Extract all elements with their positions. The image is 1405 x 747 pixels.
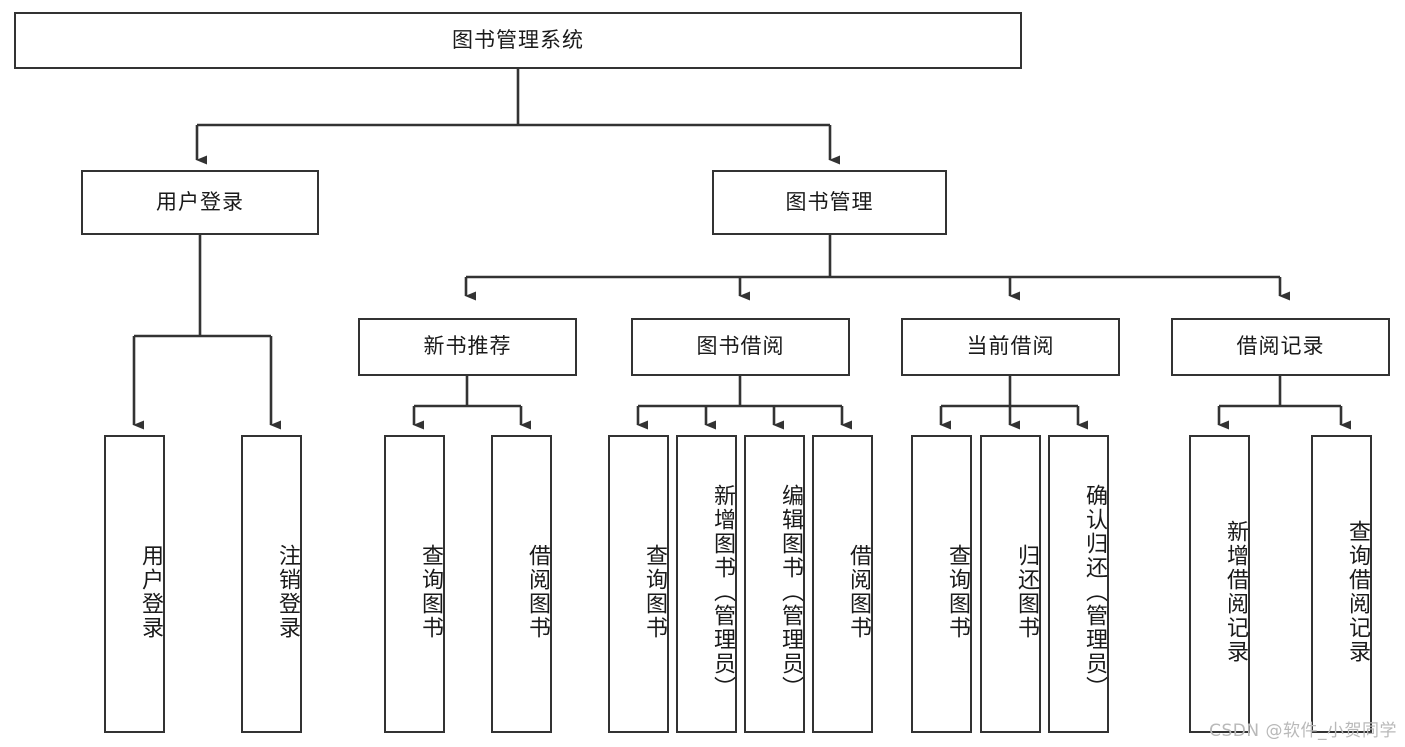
node-current-borrow[interactable]: 当前借阅	[901, 318, 1120, 376]
leaf-logout-label: 注销登录	[275, 544, 300, 640]
node-new-book-recommend[interactable]: 新书推荐	[358, 318, 577, 376]
leaf-query-book-3[interactable]: 查询图书	[911, 435, 972, 733]
node-book-borrow-label: 图书借阅	[696, 334, 785, 359]
leaf-query-book-3-label: 查询图书	[945, 544, 970, 640]
leaf-add-book-label: 新增图书（管理员）	[710, 484, 735, 700]
watermark: CSDN @软件_小贺同学	[1209, 721, 1397, 741]
node-borrow-record[interactable]: 借阅记录	[1171, 318, 1390, 376]
leaf-borrow-book-1-label: 借阅图书	[525, 544, 550, 640]
node-book-management-label: 图书管理	[785, 189, 874, 214]
leaf-query-book-2[interactable]: 查询图书	[608, 435, 669, 733]
node-user-login-label: 用户登录	[156, 189, 244, 214]
node-new-book-recommend-label: 新书推荐	[423, 334, 512, 359]
leaf-user-login-label: 用户登录	[138, 544, 163, 640]
leaf-edit-book-label: 编辑图书（管理员）	[778, 484, 803, 700]
node-user-login[interactable]: 用户登录	[81, 170, 319, 235]
leaf-add-record-label: 新增借阅记录	[1223, 520, 1248, 664]
node-root[interactable]: 图书管理系统	[14, 12, 1022, 69]
leaf-add-record[interactable]: 新增借阅记录	[1189, 435, 1250, 733]
leaf-logout[interactable]: 注销登录	[241, 435, 302, 733]
leaf-add-book[interactable]: 新增图书（管理员）	[676, 435, 737, 733]
leaf-query-book-2-label: 查询图书	[642, 544, 667, 640]
leaf-query-record-label: 查询借阅记录	[1345, 520, 1370, 664]
leaf-confirm-return[interactable]: 确认归还（管理员）	[1048, 435, 1109, 733]
leaf-return-book-label: 归还图书	[1014, 544, 1039, 640]
leaf-confirm-return-label: 确认归还（管理员）	[1082, 484, 1107, 700]
node-book-borrow[interactable]: 图书借阅	[631, 318, 850, 376]
node-root-label: 图书管理系统	[452, 27, 584, 52]
leaf-borrow-book-1[interactable]: 借阅图书	[491, 435, 552, 733]
leaf-query-book-1[interactable]: 查询图书	[384, 435, 445, 733]
leaf-return-book[interactable]: 归还图书	[980, 435, 1041, 733]
leaf-user-login[interactable]: 用户登录	[104, 435, 165, 733]
leaf-edit-book[interactable]: 编辑图书（管理员）	[744, 435, 805, 733]
leaf-query-book-1-label: 查询图书	[418, 544, 443, 640]
leaf-borrow-book-2-label: 借阅图书	[846, 544, 871, 640]
node-book-management[interactable]: 图书管理	[712, 170, 947, 235]
node-current-borrow-label: 当前借阅	[966, 334, 1055, 359]
node-borrow-record-label: 借阅记录	[1236, 334, 1325, 359]
leaf-borrow-book-2[interactable]: 借阅图书	[812, 435, 873, 733]
leaf-query-record[interactable]: 查询借阅记录	[1311, 435, 1372, 733]
